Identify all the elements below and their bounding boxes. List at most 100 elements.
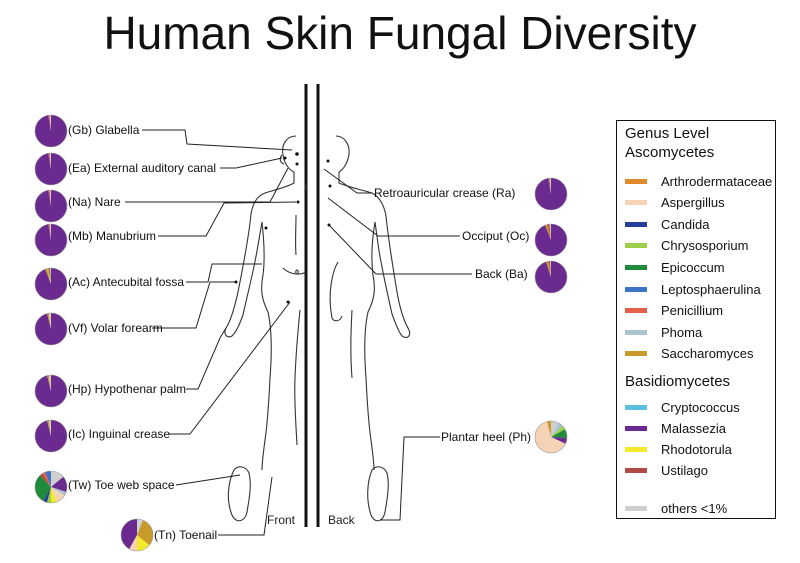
legend-label-candida: Candida: [661, 216, 710, 232]
pie-slice-ba-others: [550, 261, 551, 277]
legend-label-epicoccum: Epicoccum: [661, 259, 725, 275]
label-glabella: (Gb) Glabella: [68, 123, 140, 137]
label-occiput: Occiput (Oc): [462, 229, 529, 243]
pie-slice-tw-rhodotorula: [51, 487, 57, 503]
legend-label-penicillium: Penicillium: [661, 303, 724, 319]
legend-swatch-aspergillus: [625, 200, 647, 206]
legend-label-malassezia: Malassezia: [661, 420, 727, 436]
label-manubrium: (Mb) Manubrium: [68, 229, 156, 243]
pie-slice-tn-saccharomyces: [137, 520, 154, 546]
front-body-figure: [224, 135, 307, 471]
pie-slice-ba-malassezia: [534, 261, 567, 293]
legend-group-basidiomycetes: Basidiomycetes: [625, 373, 731, 390]
pie-outline-na: [34, 189, 68, 223]
pie-slice-tn-others: [137, 519, 143, 535]
pie-outline-mb: [34, 223, 68, 257]
pie-slice-oc-others: [549, 223, 551, 240]
pie-ic: [34, 419, 68, 453]
pie-ra: [534, 177, 568, 211]
label-hypothenar-palm: (Hp) Hypothenar palm: [68, 382, 186, 396]
pie-slice-na-others: [49, 189, 51, 206]
pie-slice-ac-others: [50, 267, 51, 284]
leader-lines: [125, 129, 472, 536]
pie-charts: [34, 114, 568, 552]
label-antecubital-fossa: (Ac) Antecubital fossa: [68, 275, 184, 289]
legend-swatch-saccharomyces: [625, 351, 647, 357]
legend-swatch-leptosphaerulina: [625, 286, 647, 292]
pie-slice-ac-ustilago: [48, 268, 51, 284]
pie-slice-tw-chrysosporium: [47, 487, 51, 503]
pie-slice-hp-saccharomyces: [47, 375, 51, 391]
legend-label-leptosphaerulina: Leptosphaerulina: [661, 281, 761, 297]
legend-label-phoma: Phoma: [661, 324, 703, 340]
legend-item-others: others <1%: [625, 499, 727, 517]
legend-item-cryptococcus: Cryptococcus: [625, 398, 740, 416]
pie-slice-mb-malassezia: [34, 224, 67, 256]
back-body-figure: [329, 135, 411, 471]
legend-label-others: others <1%: [661, 500, 728, 516]
pie-outline-ra: [534, 177, 568, 211]
label-volar-forearm: (Vf) Volar forearm: [68, 321, 163, 335]
pie-ba: [534, 260, 568, 294]
pie-slice-ph-aspergillus: [535, 421, 566, 453]
pie-slice-hp-malassezia: [34, 375, 67, 407]
pie-outline-tn: [120, 518, 154, 552]
legend-item-chrysosporium: Chrysosporium: [625, 237, 748, 255]
pie-slice-na-ustilago: [48, 190, 51, 206]
pie-slice-ic-others: [48, 420, 51, 436]
pie-slice-hp-others: [48, 375, 51, 391]
pie-slice-ra-malassezia: [534, 178, 567, 210]
legend-item-leptosphaerulina: Leptosphaerulina: [625, 280, 761, 298]
pie-slice-gb-ustilago: [48, 115, 51, 131]
pie-hp: [34, 374, 68, 408]
pie-outline-tw: [34, 470, 68, 504]
pie-outline-ea: [34, 152, 68, 186]
legend-swatch-chrysosporium: [625, 243, 647, 249]
pie-slice-ph-chrysosporium: [551, 426, 566, 437]
legend-label-ustilago: Ustilago: [661, 462, 708, 478]
pie-slice-mb-ustilago: [48, 224, 51, 240]
legend-title: Genus Level: [625, 125, 710, 142]
pie-slice-tw-ustilago: [40, 473, 51, 487]
pie-slice-ph-malassezia: [551, 437, 567, 444]
pie-outline-ac: [34, 267, 68, 301]
legend-swatch-phoma: [625, 329, 647, 335]
pie-slice-ph-phoma: [551, 422, 563, 437]
pie-slice-tw-malassezia: [51, 476, 68, 492]
pie-slice-tw-phoma: [51, 487, 67, 496]
pie-slice-ac-chrysosporium: [47, 268, 51, 284]
legend-swatch-rhodotorula: [625, 446, 647, 452]
legend-label-cryptococcus: Cryptococcus: [661, 399, 740, 415]
pie-slice-ph-epicoccum: [551, 429, 568, 438]
pie-slice-tn-rhodotorula: [137, 535, 150, 551]
pie-slice-oc-malassezia: [534, 224, 567, 257]
pie-slice-ic-malassezia: [34, 420, 67, 452]
page-title: Human Skin Fungal Diversity: [103, 7, 697, 59]
label-inguinal-crease: (Ic) Inguinal crease: [68, 427, 170, 441]
pie-outline-ic: [34, 419, 68, 453]
legend-swatch-candida: [625, 221, 647, 227]
pie-tn: [120, 518, 154, 552]
pie-slice-mb-others: [49, 223, 51, 240]
genus-legend: Genus Level Ascomycetes Arthrodermatacea…: [616, 120, 776, 519]
pie-slice-gb-others: [49, 114, 51, 131]
label-retroauricular-crease: Retroauricular crease (Ra): [374, 186, 515, 200]
legend-item-malassezia: Malassezia: [625, 419, 726, 437]
legend-label-saccharomyces: Saccharomyces: [661, 346, 754, 362]
pie-outline-ba: [534, 260, 568, 294]
pie-slice-ea-malassezia: [34, 153, 67, 185]
label-nare: (Na) Nare: [68, 195, 121, 209]
site-markers: [234, 152, 332, 304]
pie-slice-ea-ustilago: [48, 153, 51, 169]
pie-outline-vf: [34, 312, 68, 346]
pie-outline-oc: [534, 223, 568, 257]
pie-slice-tw-leptosphaerulina: [45, 471, 51, 487]
legend-swatch-penicillium: [625, 308, 647, 314]
legend-swatch-malassezia: [625, 425, 647, 431]
pie-slice-tw-aspergillus: [51, 487, 65, 502]
pie-vf: [34, 312, 68, 346]
pie-na: [34, 189, 68, 223]
pie-slice-oc-saccharomyces: [545, 224, 551, 240]
legend-swatch-ustilago: [625, 467, 647, 473]
